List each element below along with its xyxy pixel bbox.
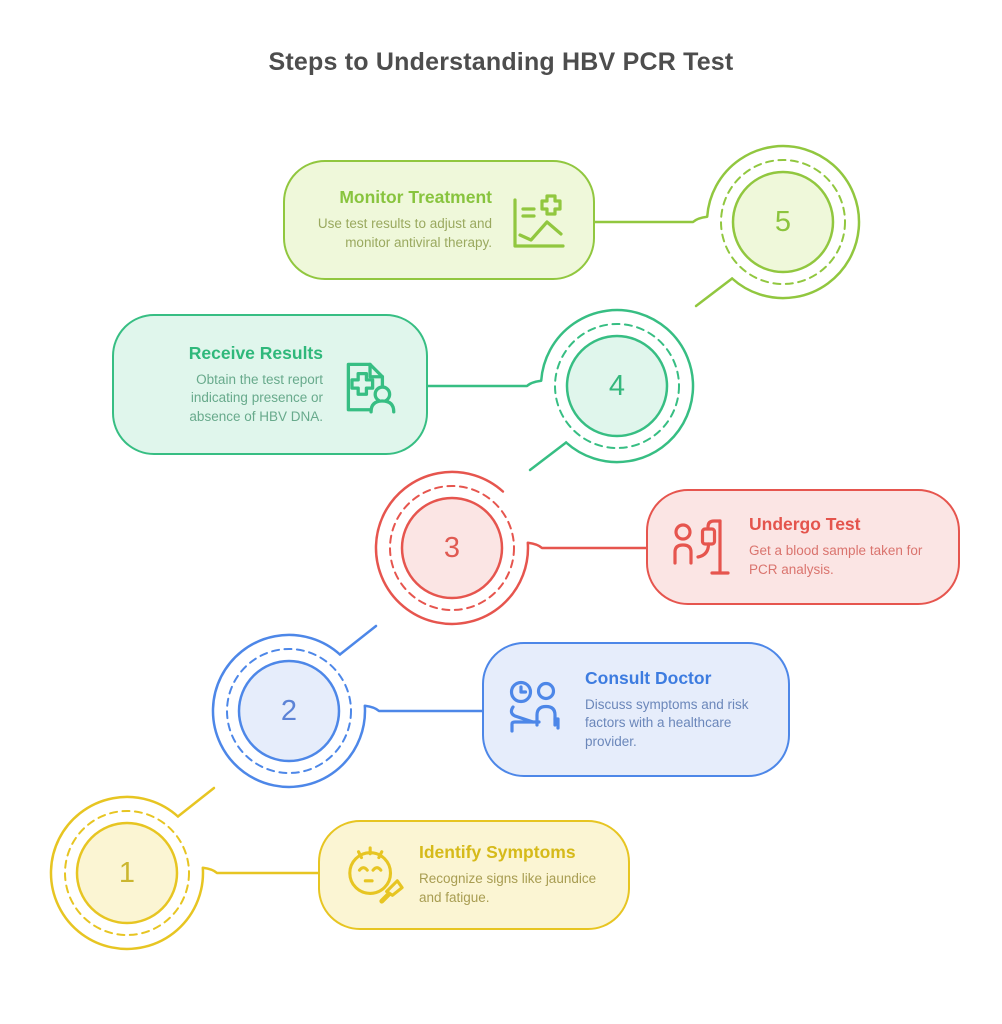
- step-2-inner-circle: [237, 659, 341, 763]
- step-1-card: Identify Symptoms Recognize signs like j…: [318, 820, 630, 930]
- step-2-card: Consult Doctor Discuss symptoms and risk…: [482, 642, 790, 777]
- step-4-dashed-ring: [554, 323, 680, 449]
- step-2-connector-tail: [338, 624, 378, 656]
- step-1-ring: [49, 795, 320, 951]
- step-5-ring: [593, 144, 861, 300]
- step-3-ring: [374, 470, 648, 626]
- step-3-dashed-ring: [389, 485, 515, 611]
- clock-patient-icon: [508, 678, 572, 742]
- chart-cross-icon: [505, 188, 569, 252]
- step-5-number: 5: [774, 205, 792, 238]
- step-5-card: Monitor Treatment Use test results to ad…: [283, 160, 595, 280]
- step-3-inner-circle: [400, 496, 504, 600]
- page-title: Steps to Understanding HBV PCR Test: [268, 48, 734, 76]
- step-3-number: 3: [443, 531, 461, 564]
- iv-drip-icon: [672, 515, 736, 579]
- step-4-ring: [426, 308, 695, 464]
- step-4-inner-circle: [565, 334, 669, 438]
- step-1-card-text: Identify Symptoms Recognize signs like j…: [419, 842, 604, 907]
- step-2-node: [211, 624, 484, 789]
- step-4-node: [426, 308, 695, 472]
- step-1-connector-tail: [176, 786, 216, 818]
- step-5-connector-tail: [694, 277, 734, 308]
- step-5-card-title: Monitor Treatment: [339, 187, 492, 208]
- step-4-card: Receive Results Obtain the test report i…: [112, 314, 428, 455]
- face-brush-icon: [344, 844, 406, 906]
- step-5-card-description: Use test results to adjust and monitor a…: [317, 216, 492, 250]
- step-1-card-description: Recognize signs like jaundice and fatigu…: [419, 871, 597, 905]
- step-2-card-text: Consult Doctor Discuss symptoms and risk…: [585, 668, 764, 752]
- step-5-card-text: Monitor Treatment Use test results to ad…: [309, 187, 492, 252]
- step-4-card-text: Receive Results Obtain the test report i…: [138, 343, 323, 427]
- step-1-card-title: Identify Symptoms: [419, 842, 576, 863]
- step-4-number: 4: [608, 369, 626, 402]
- step-1-number: 1: [118, 856, 136, 889]
- step-3-card-title: Undergo Test: [749, 514, 861, 535]
- step-2-card-title: Consult Doctor: [585, 667, 712, 688]
- step-5-dashed-ring: [720, 159, 846, 285]
- step-4-card-title: Receive Results: [188, 342, 323, 363]
- step-3-card-description: Get a blood sample taken for PCR analysi…: [749, 543, 923, 577]
- step-2-dashed-ring: [226, 648, 352, 774]
- step-4-card-description: Obtain the test report indicating presen…: [189, 371, 323, 424]
- step-3-node: [374, 470, 648, 626]
- step-1-node: [49, 786, 320, 951]
- step-1-dashed-ring: [64, 810, 190, 936]
- step-5-inner-circle: [731, 170, 835, 274]
- step-5-node: [593, 144, 861, 308]
- report-person-icon: [336, 352, 402, 418]
- step-3-card: Undergo Test Get a blood sample taken fo…: [646, 489, 960, 605]
- step-1-inner-circle: [75, 821, 179, 925]
- step-2-number: 2: [280, 694, 298, 727]
- step-2-ring: [211, 633, 484, 789]
- step-2-card-description: Discuss symptoms and risk factors with a…: [585, 696, 749, 749]
- step-4-connector-tail: [528, 441, 568, 472]
- step-3-card-text: Undergo Test Get a blood sample taken fo…: [749, 514, 934, 579]
